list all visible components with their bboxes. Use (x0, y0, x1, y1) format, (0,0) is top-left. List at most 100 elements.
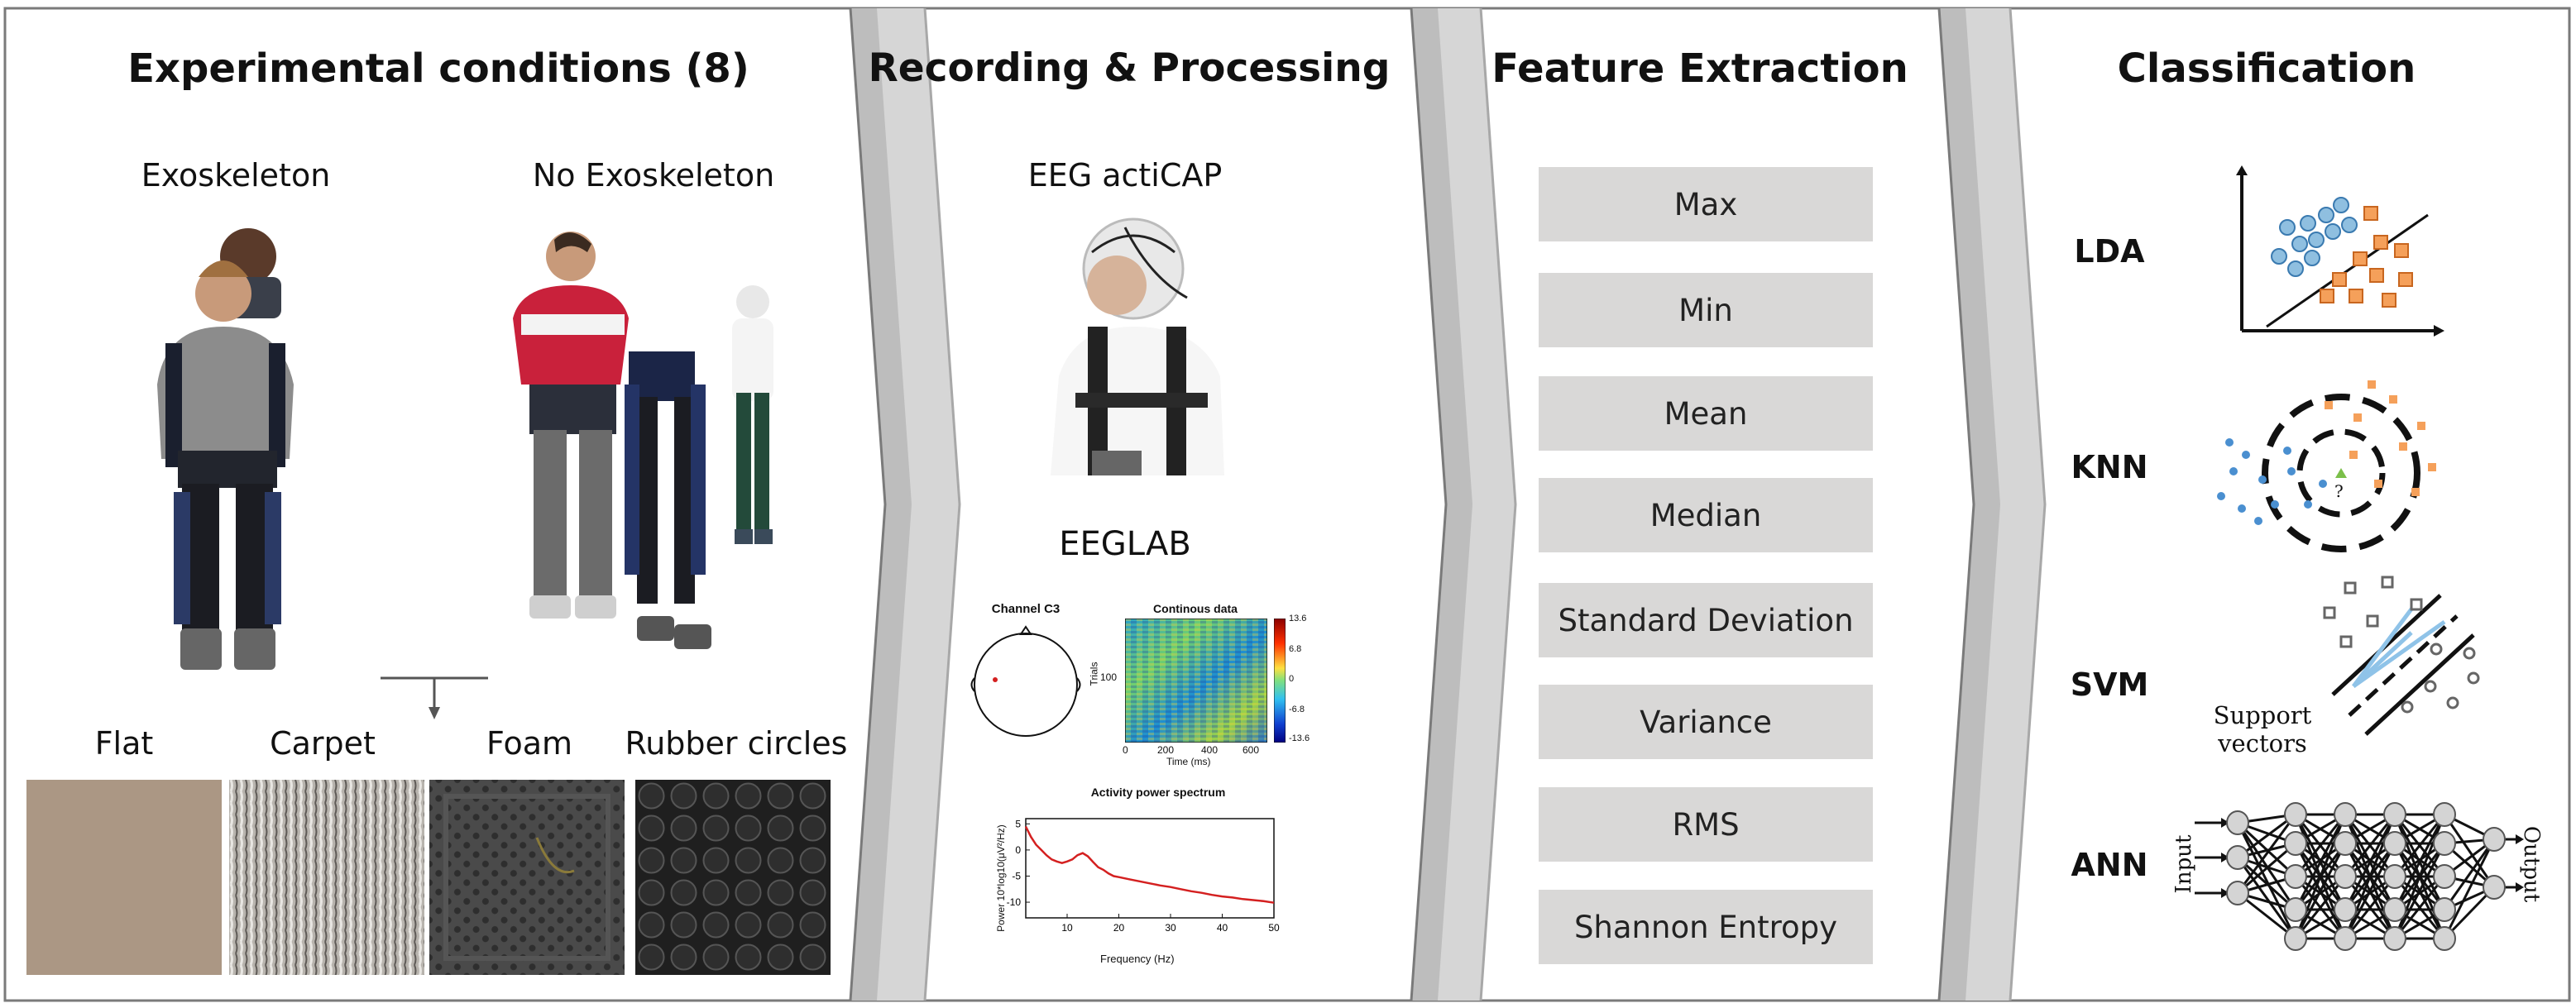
classifier-knn: KNN (2071, 449, 2148, 485)
classifier-svm: SVM (2070, 666, 2149, 703)
feature-variance: Variance (1539, 685, 1873, 759)
surface-label-rubber-circles: Rubber circles (625, 725, 848, 762)
spectrum-xtick-label: 30 (1165, 922, 1176, 934)
ann-connection (2237, 842, 2296, 895)
continuous-data-ytick: 100 (1100, 671, 1118, 683)
ann-neuron (2334, 802, 2357, 827)
feature-max: Max (1539, 167, 1873, 241)
classification-title: Classification (2117, 45, 2416, 92)
ann-connection (2443, 814, 2496, 888)
spectrum-xtick-label: 50 (1268, 922, 1280, 934)
cont-xtick: 0 (1123, 744, 1128, 756)
spectrum-xtick-label: 20 (1113, 922, 1125, 934)
ann-neuron (2334, 926, 2357, 951)
ann-output-arrowhead (2516, 834, 2524, 844)
feature-median: Median (1539, 478, 1873, 552)
ann-neuron (2334, 864, 2357, 889)
ann-connection (2443, 838, 2496, 910)
ann-output-label: Output (2519, 825, 2544, 903)
continuous-data-xlabel: Time (ms) (1166, 756, 1211, 767)
ann-connection (2344, 814, 2396, 910)
ann-neuron (2483, 827, 2506, 852)
ann-neuron (2383, 926, 2406, 951)
ann-connection (2393, 843, 2446, 939)
svm-margin-icon (2323, 576, 2480, 736)
ann-connection (2294, 876, 2347, 939)
ann-connection (2236, 814, 2297, 894)
topo-title: Channel C3 (991, 602, 1061, 616)
feature-min: Min (1539, 273, 1873, 347)
ann-neuron (2433, 802, 2456, 827)
spectrum-xtick-label: 10 (1061, 922, 1073, 934)
svm-label-line2: vectors (2218, 729, 2307, 757)
lda-scatter-icon (2236, 165, 2444, 337)
cbar-tick: -6.8 (1289, 705, 1305, 714)
eeg-subject-illustration (1051, 217, 1224, 475)
ann-connection (2393, 814, 2446, 910)
ann-connection (2236, 857, 2297, 939)
ann-neuron (2383, 864, 2406, 889)
ann-neuron (2284, 831, 2307, 856)
ann-connection (2344, 843, 2396, 939)
cont-xtick: 200 (1157, 744, 1175, 756)
ann-connection (2237, 891, 2296, 940)
cbar-tick: -13.6 (1289, 733, 1310, 743)
spectrum-title: Activity power spectrum (1090, 786, 1226, 799)
ann-neuron (2433, 831, 2456, 856)
ann-neuron (2383, 897, 2406, 922)
ann-neuron (2483, 875, 2506, 900)
heatmap-colorbar (1274, 619, 1286, 743)
classifier-lda: LDA (2074, 233, 2145, 270)
ann-input-arrowhead (2221, 853, 2229, 862)
ann-output-arrowhead (2516, 882, 2524, 892)
eeg-acticap-label: EEG actiCAP (1027, 157, 1223, 193)
ann-neuron (2334, 831, 2357, 856)
spectrum-ytick-label: 0 (1015, 844, 1021, 856)
spectrum-ytick-label: -10 (1007, 896, 1022, 908)
ann-neuron (2284, 926, 2307, 951)
conditions-title: Experimental conditions (8) (127, 45, 749, 92)
surface-label-flat: Flat (94, 725, 154, 762)
svm-support-vectors-label: Support vectors (2205, 701, 2320, 757)
continuous-data-xticks: 0 200 400 600 (1118, 744, 1276, 757)
knn-neighbors-icon (2217, 380, 2436, 552)
classifier-ann: ANN (2071, 847, 2148, 883)
spectrum-ytick-label: -5 (1012, 870, 1021, 881)
ann-connection (2294, 814, 2347, 910)
ann-network-icon (2195, 802, 2524, 951)
ann-neuron (2433, 897, 2456, 922)
cbar-tick: 6.8 (1289, 644, 1302, 654)
no-exoskeleton-label: No Exoskeleton (532, 157, 775, 193)
feature-shannon-entropy: Shannon Entropy (1539, 890, 1873, 964)
colorbar-ticks: 13.6 6.8 0 -6.8 -13.6 (1289, 614, 1322, 746)
ann-neuron (2433, 864, 2456, 889)
ann-neuron (2383, 831, 2406, 856)
ann-neuron (2226, 845, 2249, 870)
feature-standard-deviation: Standard Deviation (1539, 583, 1873, 657)
ann-neuron (2284, 864, 2307, 889)
spectrum-ytick-label: 5 (1015, 818, 1021, 829)
exoskeleton-label: Exoskeleton (141, 157, 331, 193)
ann-connection (2393, 814, 2446, 877)
ann-neuron (2284, 802, 2307, 827)
surface-label-carpet: Carpet (270, 725, 376, 762)
ann-input-arrowhead (2221, 818, 2229, 828)
ann-connection (2393, 876, 2446, 939)
cont-xtick: 400 (1201, 744, 1219, 756)
ann-neuron (2383, 802, 2406, 827)
surfaces-connector (381, 676, 488, 719)
feature-mean: Mean (1539, 376, 1873, 451)
ann-connection (2294, 814, 2347, 877)
foam-surface-image (429, 780, 625, 975)
exoskeleton-person-illustration (157, 228, 294, 670)
flat-surface-image (26, 780, 222, 975)
eeglab-label: EEGLAB (1059, 525, 1191, 563)
ann-neuron (2334, 897, 2357, 922)
cont-xtick: 600 (1243, 744, 1260, 756)
ann-input-arrowhead (2221, 888, 2229, 898)
ann-neuron (2226, 881, 2249, 905)
no-exoskeleton-scene-illustration (513, 232, 773, 649)
channel-topomap (970, 625, 1081, 737)
rubber-circles-surface-image (635, 780, 831, 975)
